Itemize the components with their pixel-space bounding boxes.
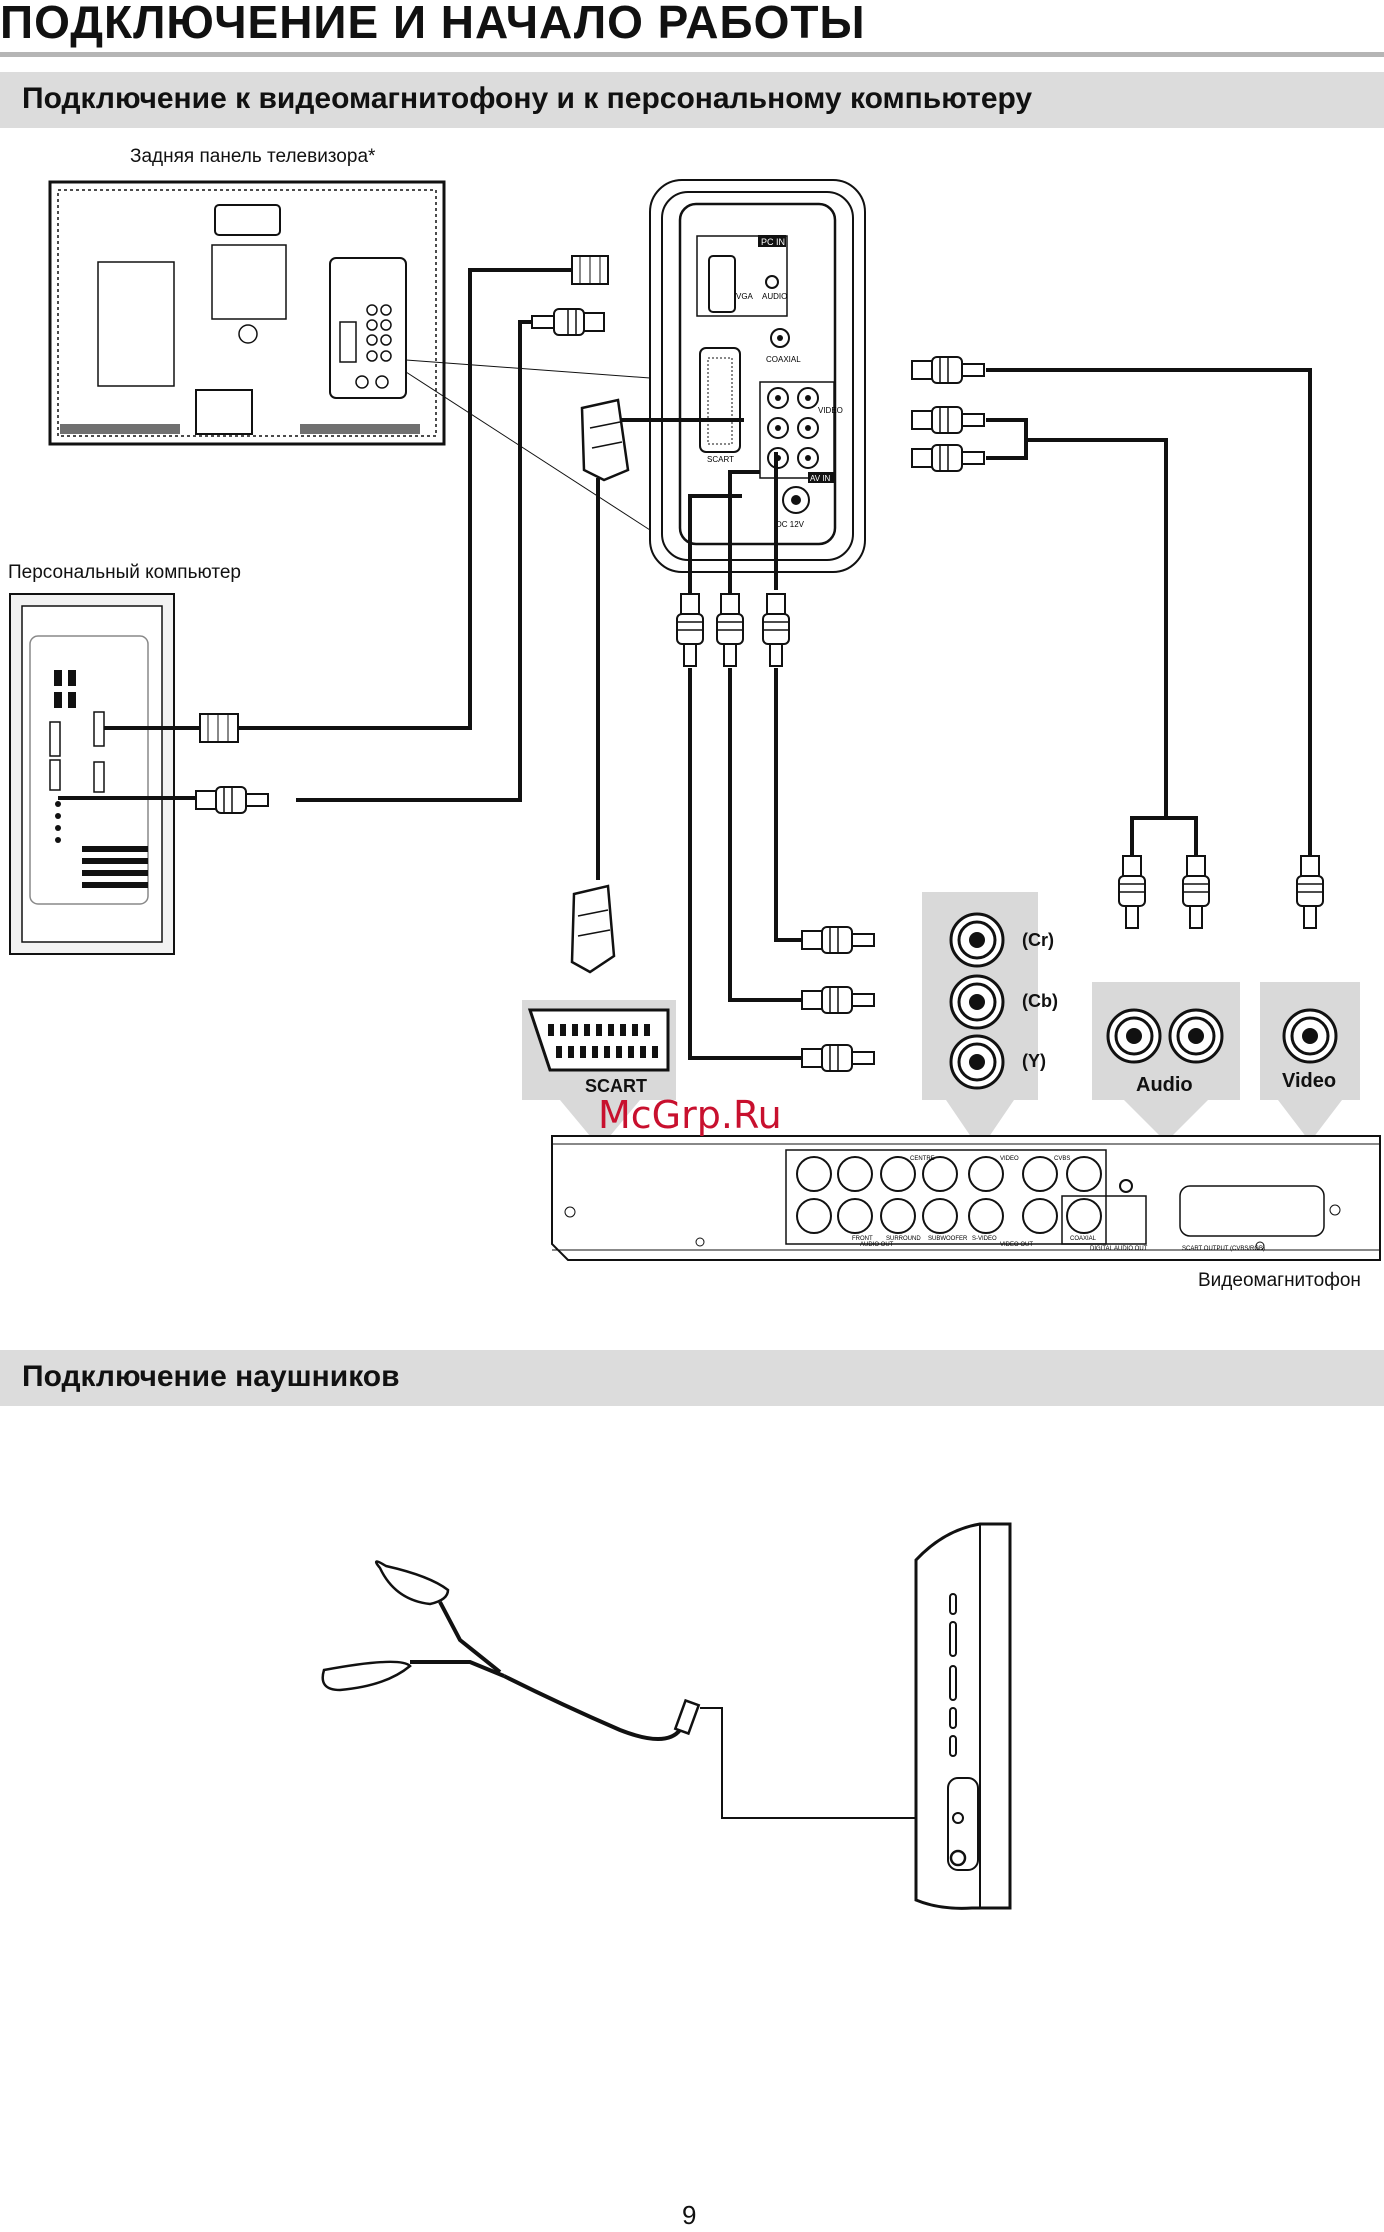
vga-text: VGA: [736, 292, 754, 301]
component-plug-y-top: [676, 593, 704, 667]
vcr-s-video-text: S-VIDEO: [972, 1236, 997, 1242]
section-bar-headphones: Подключение наушников: [0, 1350, 1384, 1406]
cr-label: (Cr): [1022, 930, 1054, 950]
jack-video: [1282, 1008, 1338, 1064]
dc-text: DC 12V: [776, 520, 805, 529]
vcr-scart-output-text: SCART OUTPUT (CVBS/RGB): [1182, 1246, 1265, 1252]
y-label: (Y): [1022, 1051, 1046, 1071]
scart-plug-top: [580, 398, 630, 482]
audio-plug-right-1: [911, 406, 985, 434]
cables: [58, 268, 1312, 1060]
audio-plug-pc: [195, 786, 269, 814]
vcr-subwoofer-text: SUBWOOFER: [928, 1236, 968, 1242]
vcr-surround-text: SURROUND: [886, 1236, 921, 1242]
cb-label: (Cb): [1022, 991, 1058, 1011]
section-heading-vcr-pc: Подключение к видеомагнитофону и к персо…: [22, 82, 1033, 115]
scart-label: SCART: [585, 1076, 647, 1096]
jack-y: [949, 1034, 1005, 1090]
pc-label: Персональный компьютер: [8, 562, 241, 583]
audio-plug-vcr-right: [1182, 855, 1210, 929]
vga-plug-top: [571, 255, 609, 285]
jack-cb: [949, 974, 1005, 1030]
jack-audio-left: [1106, 1008, 1162, 1064]
vcr-coaxial-text: COAXIAL: [1070, 1236, 1097, 1242]
coaxial-text: COAXIAL: [766, 355, 801, 364]
vcr-video-out-text: VIDEO OUT: [1000, 1242, 1033, 1248]
vcr-video-text: VIDEO: [1000, 1156, 1019, 1162]
portable-player-side: [914, 1522, 1012, 1910]
vcr-rear-panel: SCART OUTPUT (CVBS/RGB) CENTRE VIDEO CVB…: [551, 1135, 1381, 1261]
vcr-front-text: FRONT: [852, 1236, 873, 1242]
pc-tower: [9, 593, 175, 955]
video-plug-vcr: [1296, 855, 1324, 929]
vga-plug-pc: [199, 713, 239, 743]
page-title: ПОДКЛЮЧЕНИЕ И НАЧАЛО РАБОТЫ: [0, 0, 866, 48]
vcr-centre-text: CENTRE: [910, 1156, 935, 1162]
watermark: McGrp.Ru: [598, 1093, 782, 1137]
vcr-label: Видеомагнитофон: [1198, 1270, 1361, 1291]
scart-socket: [527, 1008, 670, 1072]
audio-plug-tv: [531, 308, 605, 336]
vcr-audio-out-text: AUDIO OUT: [860, 1242, 894, 1248]
component-plug-y: [801, 1044, 875, 1072]
audio-text: AUDIO: [762, 292, 787, 301]
tv-back-panel-label: Задняя панель телевизора*: [130, 146, 376, 167]
component-plug-cb-top: [716, 593, 744, 667]
tv-side-panel: PC IN VGA AUDIO COAXIAL SCART VIDEO AV I…: [649, 179, 866, 573]
audio-plug-right-2: [911, 444, 985, 472]
title-divider: [0, 52, 1384, 57]
video-panel-text: VIDEO: [818, 406, 843, 415]
section-bar-vcr-pc: Подключение к видеомагнитофону и к персо…: [0, 72, 1384, 128]
video-label: Video: [1282, 1070, 1337, 1092]
headphones: [321, 1560, 958, 1819]
audio-plug-vcr-left: [1118, 855, 1146, 929]
vcr-digital-audio-out-text: DIGITAL AUDIO OUT: [1090, 1246, 1148, 1252]
component-plug-cr: [801, 926, 875, 954]
page-number: 9: [682, 2200, 697, 2230]
vcr-cvbs-text: CVBS: [1054, 1156, 1070, 1162]
scart-plug-bottom: [570, 884, 616, 974]
tv-back-panel: [48, 180, 651, 531]
video-plug-right-1: [911, 356, 985, 384]
pc-in-text: PC IN: [761, 237, 785, 247]
av-in-text: AV IN: [810, 474, 831, 483]
component-plug-cb: [801, 986, 875, 1014]
audio-label: Audio: [1136, 1074, 1193, 1096]
jack-audio-right: [1168, 1008, 1224, 1064]
scart-panel-text: SCART: [707, 455, 734, 464]
section-heading-headphones: Подключение наушников: [22, 1360, 400, 1393]
jack-cr: [949, 912, 1005, 968]
component-plug-cr-top: [762, 593, 790, 667]
